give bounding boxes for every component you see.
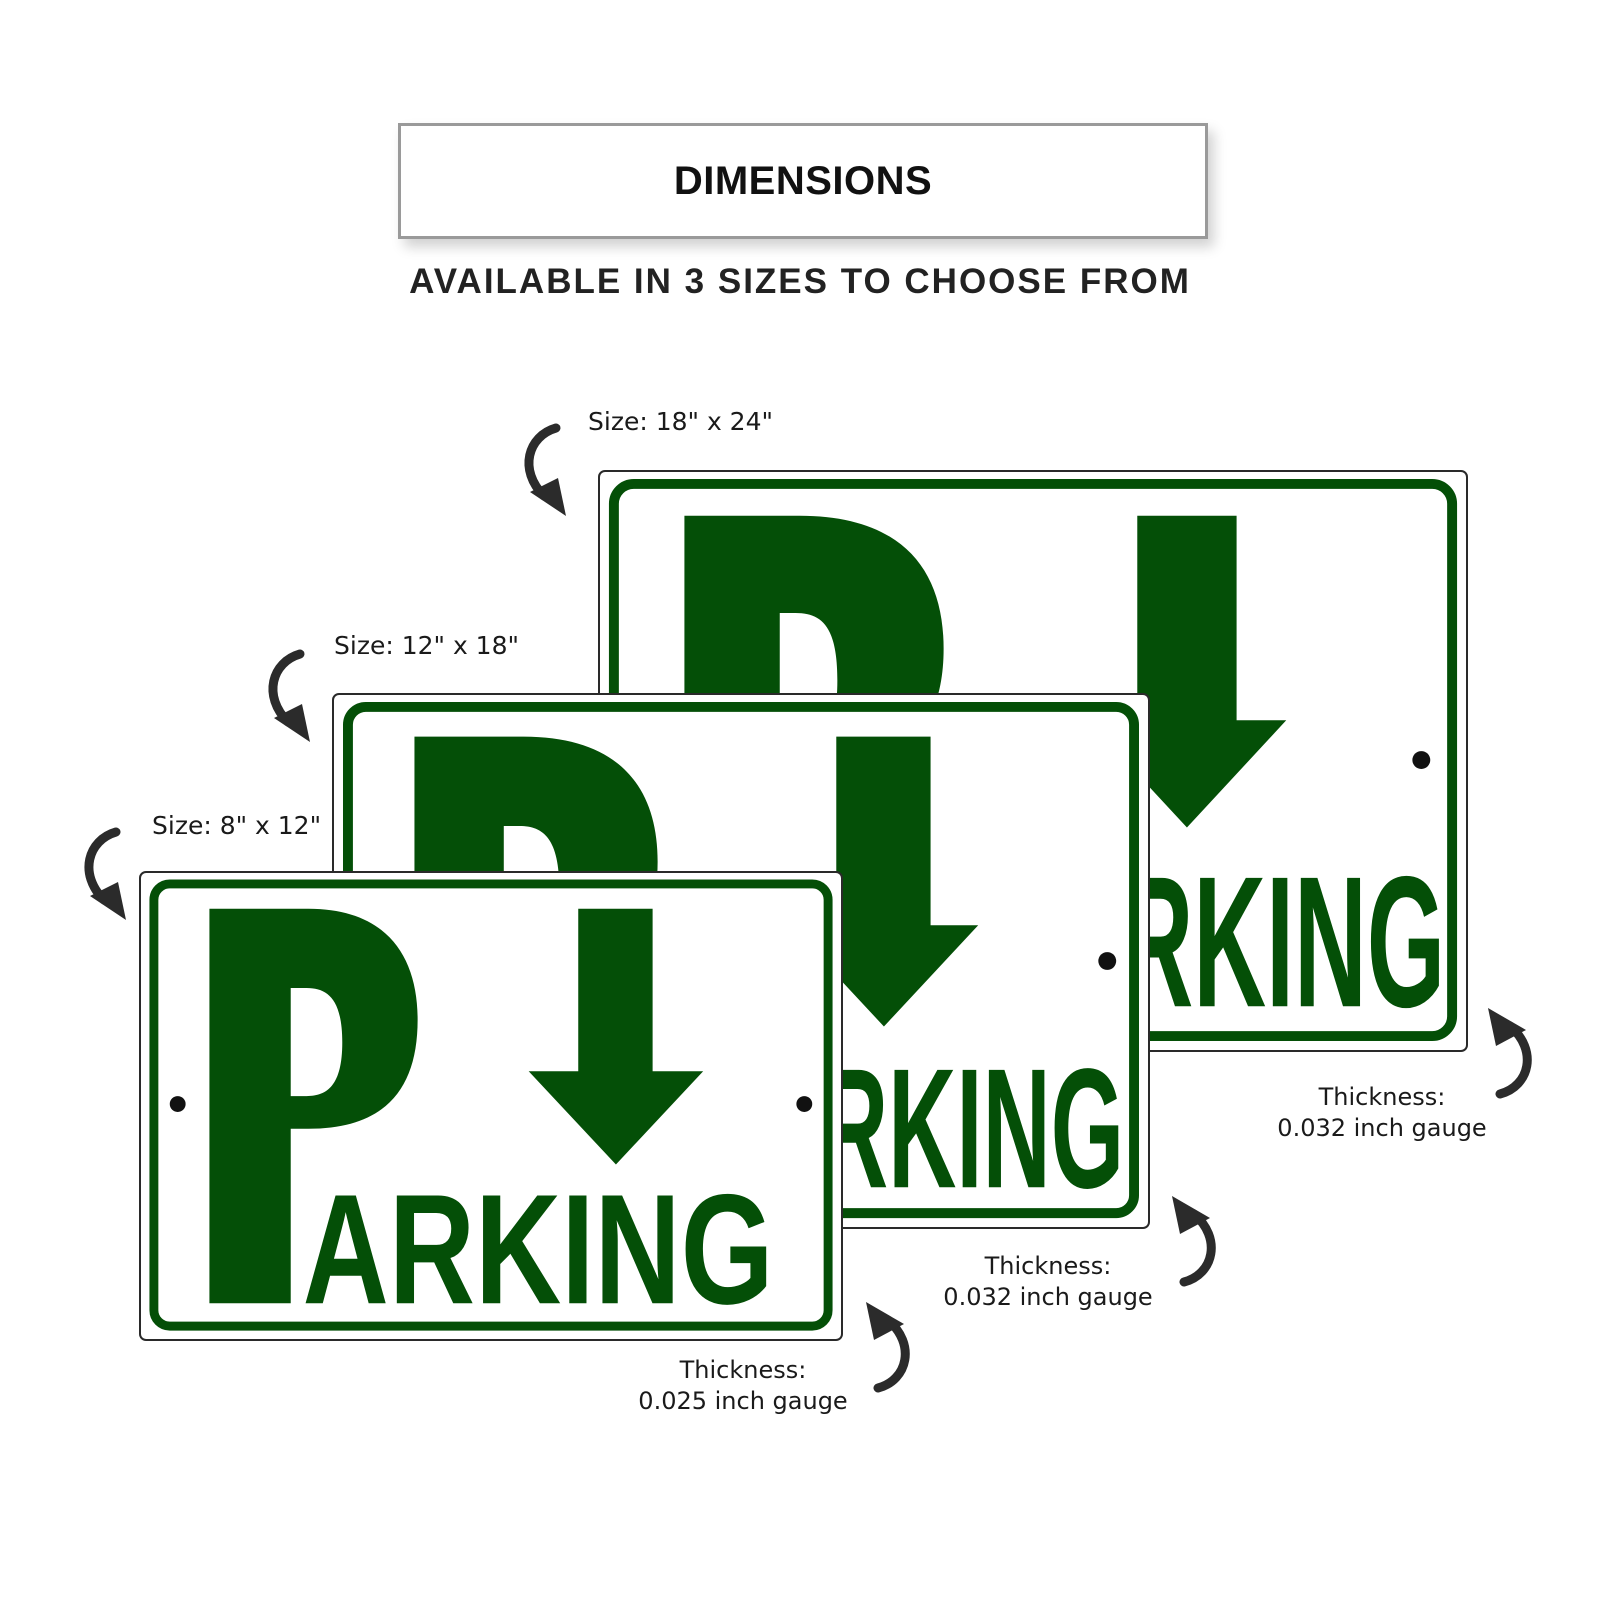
big-p-letter — [209, 908, 418, 1304]
thickness-title: Thickness: — [679, 1356, 807, 1384]
mounting-hole-icon — [1412, 751, 1431, 769]
down-arrow-icon — [528, 908, 704, 1165]
parking-sign-small-graphic: ARKING — [149, 879, 833, 1337]
dimensions-header-box: DIMENSIONS — [398, 123, 1208, 239]
thickness-title: Thickness: — [1318, 1083, 1446, 1111]
curved-arrow-icon — [268, 649, 310, 742]
mounting-hole-icon — [169, 1096, 186, 1112]
curved-arrow-icon — [866, 1302, 910, 1393]
curved-arrow-icon — [84, 827, 126, 920]
sign-parking-text: ARKING — [303, 1162, 774, 1337]
thickness-label-medium: Thickness: 0.032 inch gauge — [928, 1251, 1168, 1313]
thickness-label-large: Thickness: 0.032 inch gauge — [1262, 1082, 1502, 1144]
curved-arrow-icon — [1172, 1196, 1216, 1287]
curved-arrow-icon — [1488, 1008, 1532, 1099]
size-label-large: Size: 18" x 24" — [588, 407, 773, 436]
thickness-title: Thickness: — [984, 1252, 1112, 1280]
page-subtitle: AVAILABLE IN 3 SIZES TO CHOOSE FROM — [409, 262, 1191, 301]
thickness-label-small: Thickness: 0.025 inch gauge — [623, 1355, 863, 1417]
thickness-value: 0.025 inch gauge — [638, 1387, 848, 1415]
thickness-value: 0.032 inch gauge — [943, 1283, 1153, 1311]
size-label-small: Size: 8" x 12" — [152, 811, 322, 840]
size-label-medium: Size: 12" x 18" — [334, 631, 519, 660]
parking-sign-small: ARKING — [139, 871, 843, 1341]
page-title: DIMENSIONS — [673, 158, 933, 203]
curved-arrow-icon — [524, 423, 566, 516]
mounting-hole-icon — [796, 1096, 813, 1112]
mounting-hole-icon — [1098, 952, 1117, 970]
thickness-value: 0.032 inch gauge — [1277, 1114, 1487, 1142]
